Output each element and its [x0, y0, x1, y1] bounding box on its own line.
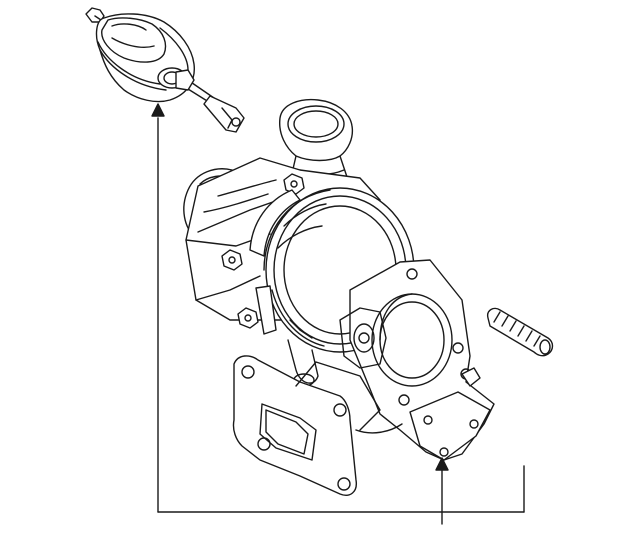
arrowheads — [152, 104, 448, 470]
wastegate-actuator[interactable] — [86, 8, 244, 132]
arrow-up-flange — [436, 458, 448, 470]
housing-bolt — [238, 308, 258, 328]
callout-bracket — [158, 118, 524, 524]
exhaust-outlet-flange[interactable] — [340, 260, 494, 460]
housing-bolt — [284, 174, 304, 194]
arrow-up-actuator — [152, 104, 164, 116]
mounting-stud[interactable] — [488, 308, 553, 355]
manifold-mounting-flange[interactable] — [233, 356, 402, 495]
housing-bolt — [222, 250, 242, 270]
